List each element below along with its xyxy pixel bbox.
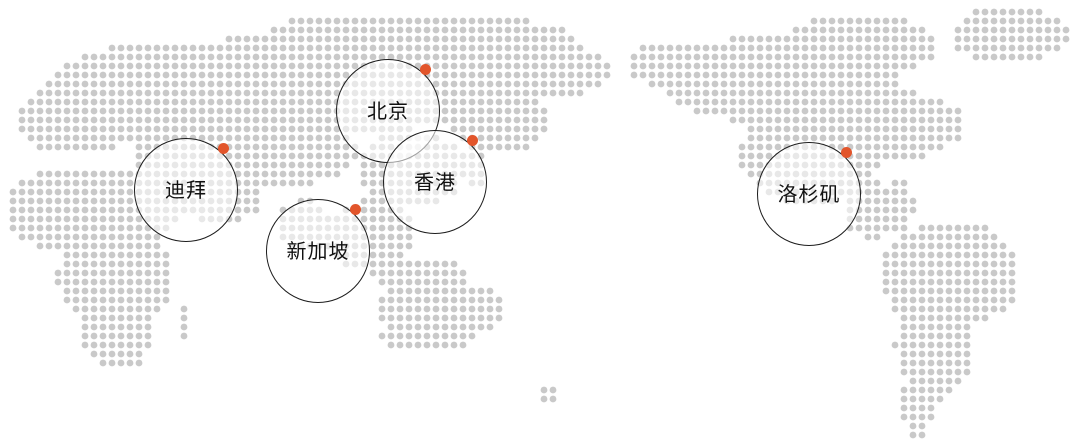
city-marker-dubai[interactable]: 迪拜 xyxy=(134,138,238,242)
city-marker-los-angeles[interactable]: 洛杉矶 xyxy=(757,142,861,246)
city-marker-hongkong[interactable]: 香港 xyxy=(383,130,487,234)
location-pin-icon xyxy=(467,135,478,146)
location-pin-icon xyxy=(420,64,431,75)
location-pin-icon xyxy=(218,143,229,154)
city-label-los-angeles: 洛杉矶 xyxy=(777,182,841,206)
city-marker-beijing[interactable]: 北京 xyxy=(336,59,440,163)
city-label-hongkong: 香港 xyxy=(414,170,456,194)
city-label-dubai: 迪拜 xyxy=(165,178,207,202)
city-label-singapore: 新加坡 xyxy=(286,239,350,263)
location-pin-icon xyxy=(350,204,361,215)
city-marker-singapore[interactable]: 新加坡 xyxy=(266,199,370,303)
location-pin-icon xyxy=(841,147,852,158)
city-label-beijing: 北京 xyxy=(367,99,409,123)
